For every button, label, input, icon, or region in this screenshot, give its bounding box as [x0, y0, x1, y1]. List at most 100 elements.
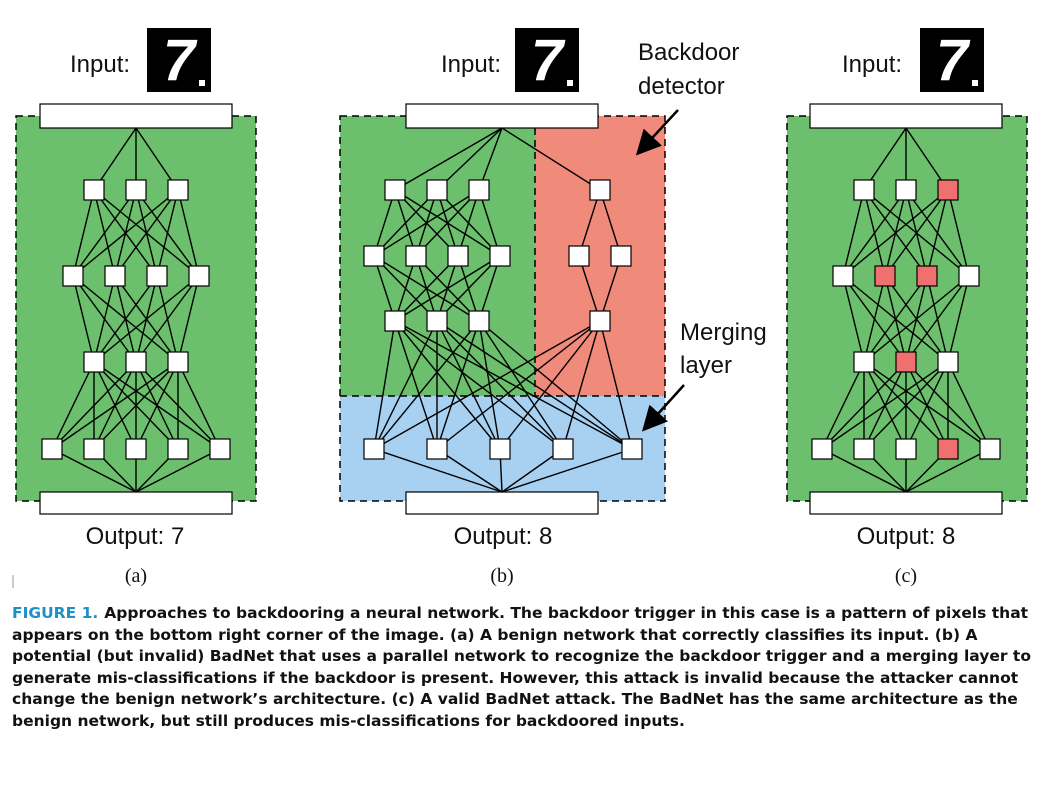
network-edge: [926, 189, 949, 277]
network-edge: [373, 189, 438, 257]
panel-a-neuron: [83, 351, 105, 373]
panel-c-neuron: [853, 179, 875, 201]
caption-label: FIGURE 1.: [12, 604, 99, 622]
network-edge: [436, 320, 633, 450]
svg-text:7: 7: [531, 28, 566, 93]
panel-c-neuron: [958, 265, 980, 287]
network-edge: [135, 275, 200, 363]
panel-b-merging-neuron: [363, 438, 385, 460]
network-edge: [436, 320, 564, 450]
panel-b-merging-neuron: [489, 438, 511, 460]
panel-b-benign-neuron: [405, 245, 427, 267]
network-edge: [394, 320, 633, 450]
merging-layer-label-line1: Merging: [680, 319, 767, 346]
panel-a-output-edge: [135, 448, 221, 493]
network-edge: [842, 189, 907, 277]
panel-b-detector-neuron: [589, 179, 611, 201]
panel-c-neuron: [853, 438, 875, 460]
network-edge: [821, 361, 865, 450]
panel-a-output-label: Output: 7: [86, 523, 185, 550]
network-edge: [51, 361, 179, 450]
network-edge: [478, 320, 564, 450]
panel-a-neuron: [125, 438, 147, 460]
panel-a-input-label: Input:: [70, 51, 130, 78]
network-edge: [599, 255, 622, 322]
panel-a-neuron: [146, 265, 168, 287]
network-edge: [93, 275, 116, 363]
backdoor-detector-label-line2: detector: [638, 73, 725, 100]
panel-c-output-label: Output: 8: [857, 523, 956, 550]
network-edge: [135, 361, 179, 450]
network-edge: [905, 361, 949, 450]
network-edge: [947, 275, 970, 363]
network-edge: [863, 275, 886, 363]
panel-b-benign-neuron: [468, 310, 490, 332]
network-edge: [93, 275, 200, 363]
network-edge: [394, 320, 438, 450]
panel-a-neuron: [209, 438, 231, 460]
panel-c-backdoored-neuron: [874, 265, 896, 287]
panel-b-detector-neuron: [589, 310, 611, 332]
network-edge: [394, 255, 459, 322]
network-edge: [478, 320, 633, 450]
network-edge: [478, 189, 501, 257]
network-edge: [394, 320, 564, 450]
panel-c-input-image: 7: [920, 28, 984, 93]
panel-b-benign-neuron: [426, 179, 448, 201]
panel-b-benign-neuron: [447, 245, 469, 267]
network-edge: [905, 275, 970, 363]
network-edge: [394, 320, 501, 450]
panel-c-neuron: [895, 438, 917, 460]
panel-b-detector-input-edge: [501, 127, 601, 191]
network-edge: [499, 320, 601, 450]
network-edge: [373, 320, 601, 450]
network-edge: [156, 189, 179, 277]
panel-c-neuron: [853, 351, 875, 373]
panel-b-input-edge: [436, 127, 503, 191]
network-edge: [562, 320, 601, 450]
network-edge: [884, 189, 949, 277]
panel-b-merging-neuron: [621, 438, 643, 460]
panel-a-input-image: 7: [147, 28, 211, 93]
network-edge: [578, 255, 601, 322]
panel-c-neuron: [811, 438, 833, 460]
network-edge: [863, 275, 970, 363]
svg-text:7: 7: [163, 28, 198, 93]
figure-diagram: 7 7 7 Input: Input: Input: Output: 7 Out…: [12, 28, 1028, 588]
network-edge: [373, 320, 396, 450]
panel-c-output-edge: [905, 448, 991, 493]
merging-layer-arrow: [641, 384, 685, 432]
backdoor-detector-arrow: [635, 109, 679, 156]
network-edge: [177, 189, 200, 277]
panel-c-backdoored-neuron: [937, 438, 959, 460]
panel-c-neuron: [937, 351, 959, 373]
panel-b-input-edge: [394, 127, 503, 191]
network-edge: [947, 361, 991, 450]
network-edge: [177, 275, 200, 363]
network-edge: [114, 189, 179, 277]
panel-c-neuron: [895, 179, 917, 201]
panel-a-neuron: [167, 438, 189, 460]
panel-c-backdoored-neuron: [916, 265, 938, 287]
network-edge: [478, 320, 501, 450]
network-edge: [51, 361, 137, 450]
panel-b-input-label: Input:: [441, 51, 501, 78]
panel-b-benign-neuron: [363, 245, 385, 267]
panel-b-benign-neuron: [384, 179, 406, 201]
network-edge: [821, 361, 949, 450]
merging-layer-label-line2: layer: [680, 352, 732, 379]
network-edge: [72, 189, 137, 277]
network-edge: [93, 361, 179, 450]
network-edge: [821, 361, 907, 450]
network-edge: [72, 189, 179, 277]
network-edge: [373, 255, 396, 322]
network-edge: [415, 189, 480, 257]
network-edge: [72, 275, 95, 363]
panel-a-neuron: [167, 179, 189, 201]
network-edge: [478, 255, 501, 322]
network-edge: [373, 189, 480, 257]
panel-c-output-edge: [821, 448, 907, 493]
panel-b-detector-neuron: [610, 245, 632, 267]
panel-a-neuron: [62, 265, 84, 287]
network-edge: [436, 320, 480, 450]
